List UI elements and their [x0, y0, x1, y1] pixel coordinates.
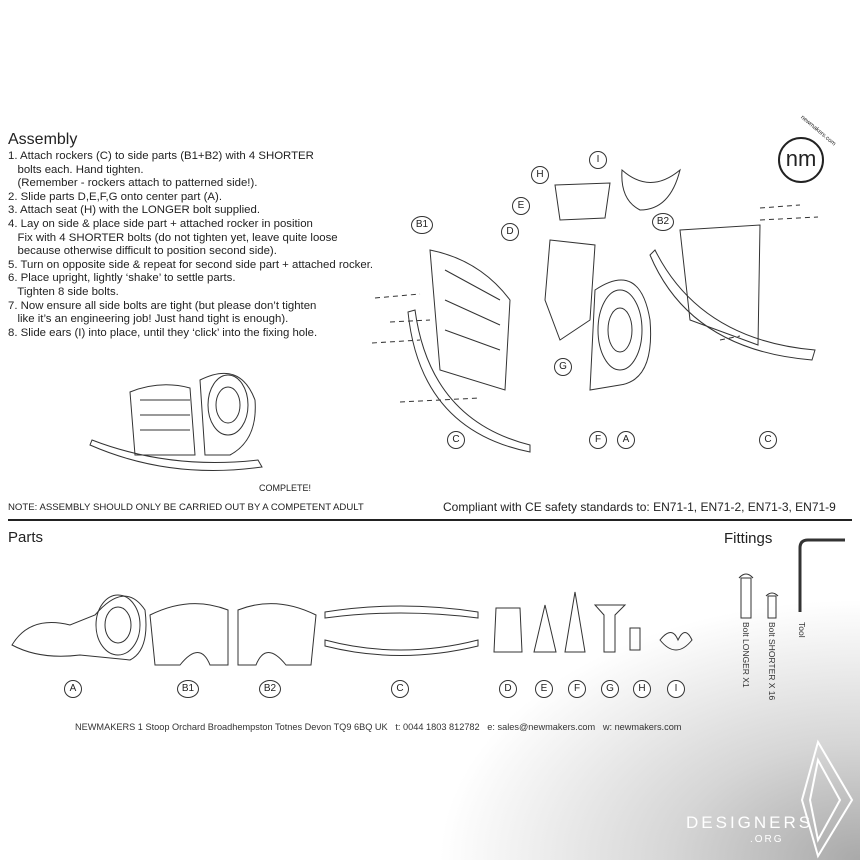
designers-org-logo	[800, 739, 854, 859]
assembly-step: 8. Slide ears (I) into place, until they…	[8, 326, 318, 339]
watermark-suffix: .ORG	[750, 834, 784, 845]
assembly-step: like it’s an engineering job! Just hand …	[8, 313, 289, 326]
complete-caption: COMPLETE!	[259, 483, 312, 493]
newmakers-logo: nm	[778, 137, 824, 183]
diagram-label-e: E	[512, 197, 530, 215]
assembly-step: (Remember - rockers attach to patterned …	[8, 177, 258, 190]
part-label-f: F	[568, 680, 586, 698]
assembly-steps: 1. Attach rockers (C) to side parts (B1+…	[8, 150, 373, 340]
diagram-label-h: H	[531, 166, 549, 184]
completed-horse-drawing	[89, 372, 263, 472]
part-label-c: C	[391, 680, 409, 698]
diagram-label-i: I	[589, 151, 607, 169]
assembly-step: bolts each. Hand tighten.	[8, 163, 144, 176]
diagram-label-d: D	[501, 223, 519, 241]
assembly-step: Fix with 4 SHORTER bolts (do not tighten…	[8, 231, 338, 244]
footer-contact: NEWMAKERS 1 Stoop Orchard Broadhempston …	[75, 722, 682, 732]
fitting-bolt-longer: Bolt LONGER X1	[741, 622, 751, 688]
assembly-step: Tighten 8 side bolts.	[8, 285, 119, 298]
assembly-step: 5. Turn on opposite side & repeat for se…	[8, 258, 374, 271]
diagram-label-c: C	[447, 431, 465, 449]
assembly-step: 7. Now ensure all side bolts are tight (…	[8, 299, 317, 312]
diagram-label-a: A	[617, 431, 635, 449]
part-label-h: H	[633, 680, 651, 698]
diagram-label-b1: B1	[411, 216, 433, 234]
fitting-bolt-shorter: Bolt SHORTER X 16	[767, 622, 777, 701]
diagram-label-f: F	[589, 431, 607, 449]
part-label-e: E	[535, 680, 553, 698]
assembly-title: Assembly	[8, 131, 78, 148]
part-label-a: A	[64, 680, 82, 698]
assembly-step: because otherwise difficult to position …	[8, 245, 277, 258]
diagram-label-c2: C	[759, 431, 777, 449]
fittings-title: Fittings	[724, 530, 773, 547]
diagram-label-b2: B2	[652, 213, 674, 231]
part-label-d: D	[499, 680, 517, 698]
fittings-drawings	[738, 538, 845, 619]
exploded-diagram	[371, 168, 819, 453]
part-label-g: G	[601, 680, 619, 698]
watermark-name: DESIGNERS	[686, 813, 814, 832]
parts-title: Parts	[8, 529, 44, 546]
assembly-step: 4. Lay on side & place side part + attac…	[8, 217, 313, 230]
assembly-step: 1. Attach rockers (C) to side parts (B1+…	[8, 150, 314, 162]
parts-drawings	[11, 591, 693, 666]
assembly-step: 6. Place upright, lightly ‘shake’ to set…	[8, 272, 236, 285]
safety-note: NOTE: ASSEMBLY SHOULD ONLY BE CARRIED OU…	[8, 502, 364, 513]
part-label-b1: B1	[177, 680, 199, 698]
assembly-step: 2. Slide parts D,E,F,G onto center part …	[8, 190, 222, 203]
diagram-label-g: G	[554, 358, 572, 376]
compliance-text: Compliant with CE safety standards to: E…	[443, 500, 836, 514]
fitting-tool: Tool	[797, 622, 807, 638]
assembly-step: 3. Attach seat (H) with the LONGER bolt …	[8, 204, 260, 217]
part-label-i: I	[667, 680, 685, 698]
part-label-b2: B2	[259, 680, 281, 698]
divider	[8, 519, 852, 521]
